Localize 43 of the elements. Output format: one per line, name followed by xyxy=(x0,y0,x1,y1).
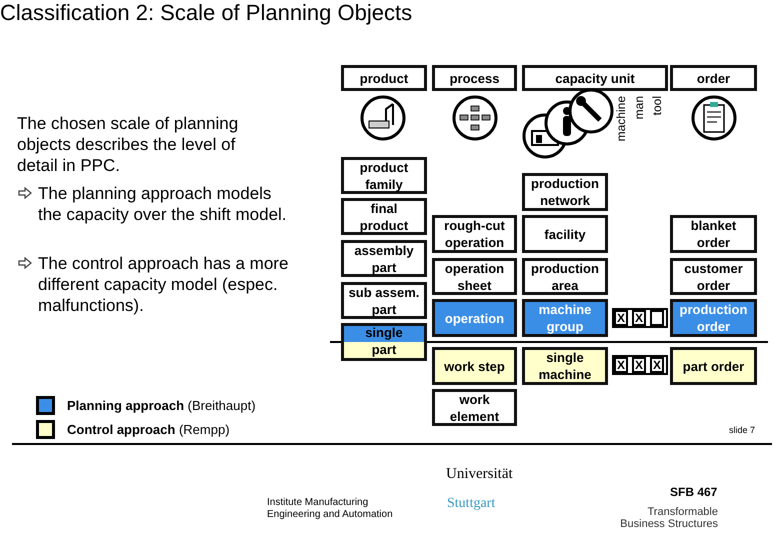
university-name: Universität xyxy=(446,466,513,483)
level-box: blanket order xyxy=(670,215,757,253)
legend-label: Control approach (Rempp) xyxy=(67,422,230,437)
column-header: capacity unit xyxy=(522,65,668,91)
capacity-type-label: machine xyxy=(614,96,628,142)
level-box: customer order xyxy=(670,258,757,295)
level-box: assembly part xyxy=(341,240,427,277)
legend-label: Planning approach (Breithaupt) xyxy=(67,398,256,413)
university-city: Stuttgart xyxy=(447,496,496,512)
level-box: final product xyxy=(341,198,427,235)
level-box: sub assem. part xyxy=(341,282,427,319)
x-mark: X xyxy=(614,310,628,326)
level-box: production area xyxy=(522,258,608,295)
capacity-type-label: tool xyxy=(650,96,664,116)
research-center-name: SFB 467 xyxy=(670,485,718,499)
level-box: facility xyxy=(522,215,608,253)
level-box: production order xyxy=(670,299,757,337)
level-box: operation xyxy=(432,299,517,337)
x-mark: X xyxy=(632,310,646,326)
institute-name: Institute Manufacturing Engineering and Automation xyxy=(267,497,394,521)
description-text: The chosen scale of planning objects describes the level of detail in PPC. xyxy=(17,113,240,176)
level-box: product family xyxy=(341,157,427,194)
level-box: part order xyxy=(670,347,757,385)
x-mark: X xyxy=(614,357,628,373)
bullet-text: The planning approach models the capacity over the shift model. xyxy=(38,183,288,225)
level-box: work element xyxy=(432,389,517,426)
slide-number: slide 7 xyxy=(729,425,756,435)
x-mark: X xyxy=(632,357,646,373)
level-box: rough-cut operation xyxy=(432,215,517,253)
level-box: single machine xyxy=(522,347,608,385)
capacity-type-label: man xyxy=(632,96,646,120)
column-header: product xyxy=(341,65,427,91)
research-center-subtitle: Transformable Business Structures xyxy=(619,506,718,530)
x-mark: X xyxy=(650,357,664,373)
level-box: work step xyxy=(432,347,517,385)
level-box: single part xyxy=(341,323,427,361)
column-header: order xyxy=(670,65,757,91)
slide-title: Classification 2: Scale of Planning Objects xyxy=(0,0,414,26)
column-header: process xyxy=(432,65,517,91)
level-box: production network xyxy=(522,173,608,211)
bullet-text: The control approach has a more different capacity model (espec. malfunctions). xyxy=(38,253,290,316)
level-box: operation sheet xyxy=(432,258,517,295)
level-box: machine group xyxy=(522,299,608,337)
